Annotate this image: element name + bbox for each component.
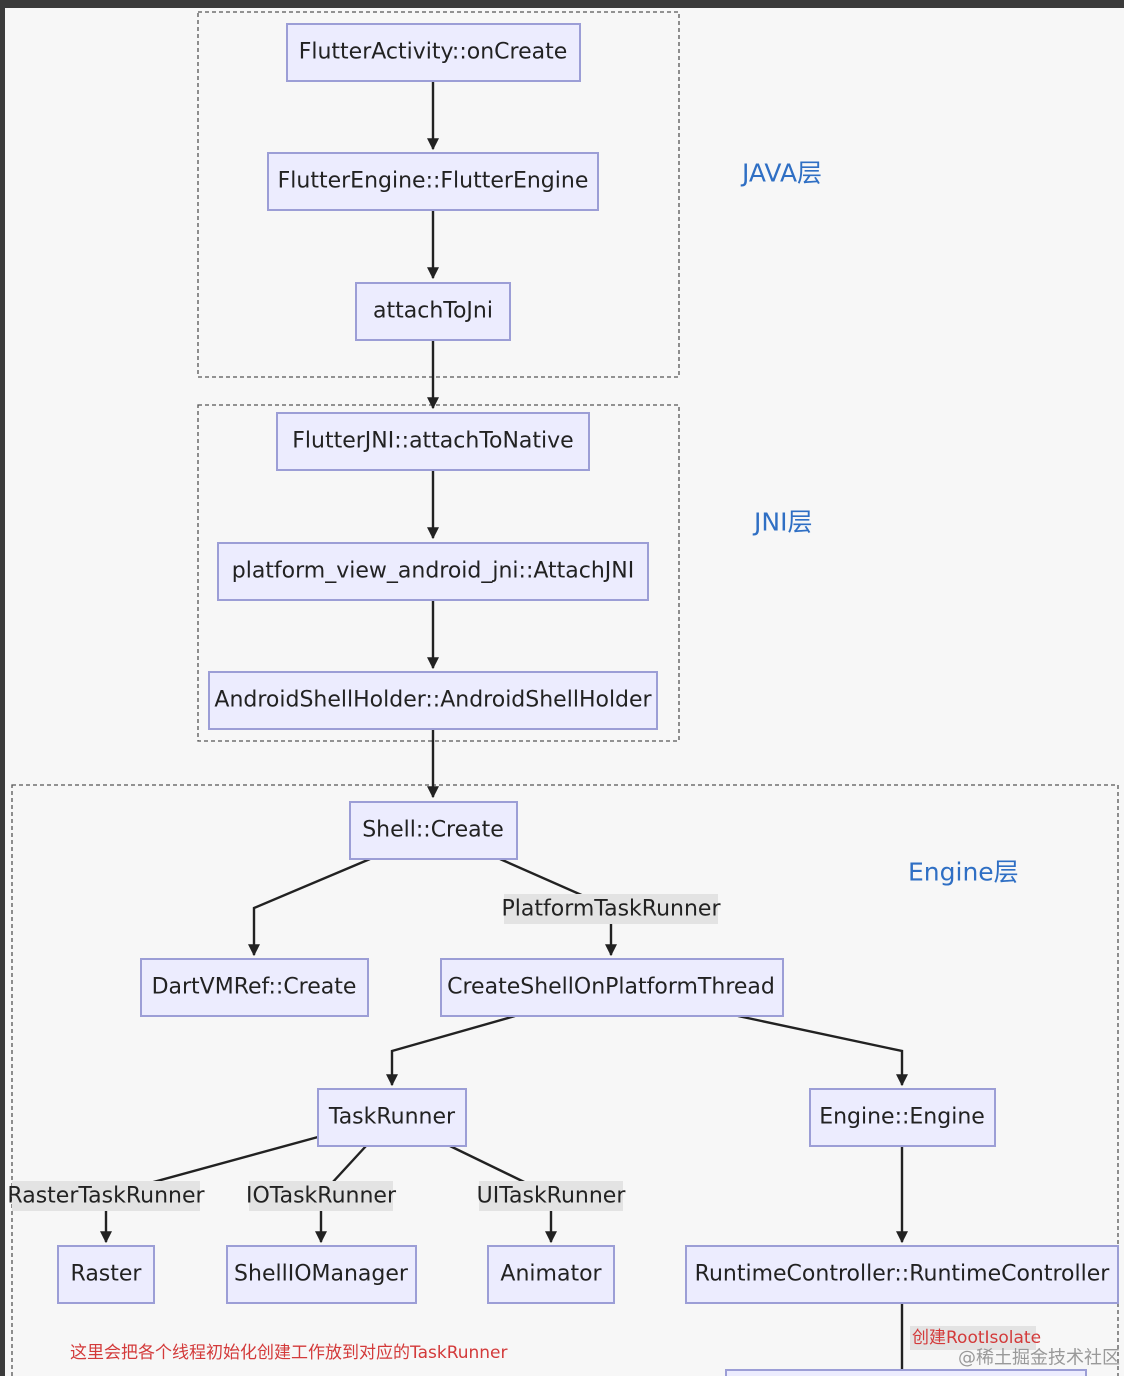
watermark: @稀土掘金技术社区 <box>958 1348 1120 1369</box>
window-left-edge <box>0 0 5 1376</box>
node-label: Animator <box>500 1262 602 1287</box>
edge-createshell-to-engine <box>737 1014 908 1087</box>
edge-label-bg <box>479 1181 623 1211</box>
edge-label-bg <box>504 894 718 924</box>
node-label: attachToJni <box>373 299 493 324</box>
java-layer-label: JAVA层 <box>740 159 822 188</box>
edge-label-raster-task-runner: RasterTaskRunner <box>7 1184 205 1209</box>
node-label: Shell::Create <box>362 818 504 843</box>
edge-shellcreate-to-dartvmref <box>248 857 371 957</box>
edge-label-bg <box>12 1181 200 1211</box>
node-label: TaskRunner <box>328 1105 456 1130</box>
node-animator: Animator <box>487 1245 615 1304</box>
node-label: FlutterEngine::FlutterEngine <box>278 169 589 194</box>
node-create-shell-on-platform-thread: CreateShellOnPlatformThread <box>440 958 784 1017</box>
edge-label-bg <box>249 1181 393 1211</box>
edge-label-platform-task-runner: PlatformTaskRunner <box>502 897 722 922</box>
node-label: AndroidShellHolder::AndroidShellHolder <box>214 688 652 713</box>
node-label: Raster <box>71 1262 143 1287</box>
node-attach-to-jni: attachToJni <box>355 282 511 341</box>
node-label: platform_view_android_jni::AttachJNI <box>232 559 635 584</box>
node-label: CreateShellOnPlatformThread <box>447 975 775 1000</box>
node-platform-view-android-jni-attach: platform_view_android_jni::AttachJNI <box>217 542 649 601</box>
node-label: RuntimeController::RuntimeController <box>695 1262 1111 1287</box>
node-raster: Raster <box>57 1245 155 1304</box>
jni-layer-label: JNI层 <box>752 508 812 537</box>
node-engine-constructor: Engine::Engine <box>809 1088 996 1147</box>
node-shell-io-manager: ShellIOManager <box>226 1245 417 1304</box>
edge-label-create-root-isolate: 创建RootIsolate <box>912 1328 1041 1348</box>
annotation-note: 这里会把各个线程初始化创建工作放到对应的TaskRunner <box>70 1343 508 1363</box>
node-label: DartVMRef::Create <box>152 975 357 1000</box>
node-android-shell-holder-constructor: AndroidShellHolder::AndroidShellHolder <box>208 671 658 730</box>
node-flutter-activity-oncreate: FlutterActivity::onCreate <box>286 23 581 82</box>
edge-label-bg <box>910 1326 1036 1350</box>
edge-label-io-task-runner: IOTaskRunner <box>246 1184 397 1209</box>
node-label: FlutterActivity::onCreate <box>299 40 568 65</box>
java-layer-group <box>197 11 680 378</box>
node-runtime-controller-constructor: RuntimeController::RuntimeController <box>685 1245 1119 1304</box>
node-flutter-engine-constructor: FlutterEngine::FlutterEngine <box>267 152 599 211</box>
edge-label-ui-task-runner: UITaskRunner <box>477 1184 627 1209</box>
node-label: Engine::Engine <box>819 1105 985 1130</box>
node-shell-create: Shell::Create <box>349 801 518 860</box>
engine-layer-label: Engine层 <box>908 858 1019 887</box>
edge-createshell-to-taskrunner <box>386 1014 516 1087</box>
node-label: ShellIOManager <box>234 1262 409 1287</box>
node-dart-vm-ref-create: DartVMRef::Create <box>140 958 369 1017</box>
window-top-bar <box>0 0 1124 8</box>
node-label: FlutterJNI::attachToNative <box>292 429 573 454</box>
node-flutter-jni-attach-to-native: FlutterJNI::attachToNative <box>276 412 590 471</box>
node-cutoff-bottom <box>725 1369 1087 1376</box>
node-task-runner: TaskRunner <box>317 1088 467 1147</box>
engine-layer-group <box>11 784 1119 1376</box>
